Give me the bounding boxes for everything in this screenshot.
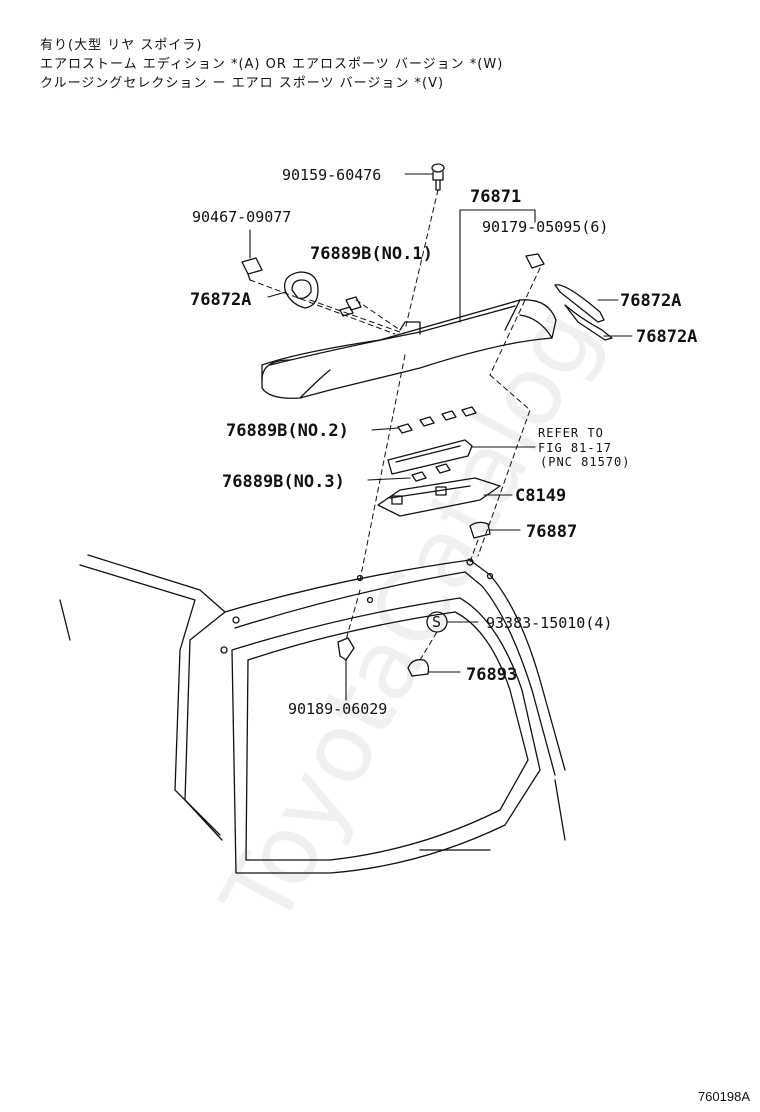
refer-line-3: (PNC 81570) [540,455,630,469]
stop-lamp-c8149 [377,439,501,517]
header-line-1: 有り(大型 リヤ スポイラ) [40,38,203,53]
diagram-header: 有り(大型 リヤ スポイラ) エアロストーム エディション *(A) OR エア… [40,36,503,93]
fasteners [241,163,545,677]
label-76889b-no1: 76889B(NO.1) [310,244,433,264]
gaskets-76872a [283,271,613,341]
pads-76889b [339,296,477,482]
label-76872a-right-2: 76872A [636,327,697,347]
label-90159-60476: 90159-60476 [282,166,381,184]
label-76889b-no3: 76889B(NO.3) [222,472,345,492]
rear-hatch-outline [59,554,566,874]
label-76887: 76887 [526,522,577,542]
rear-spoiler-76871 [261,299,557,399]
header-line-2: エアロストーム エディション *(A) OR エアロスポーツ バージョン *(W… [40,57,504,72]
label-90179-05095: 90179-05095(6) [482,218,608,236]
label-90189-06029: 90189-06029 [288,700,387,718]
refer-line-1: REFER TO [538,426,604,440]
label-76872a-right-1: 76872A [620,291,681,311]
label-c8149: C8149 [515,486,566,506]
leader-lines [249,173,633,701]
figure-code: 760198A [697,1089,750,1104]
label-93383-15010: 93383-15010(4) [486,614,612,632]
symbol-s: S [432,613,441,631]
dashed-assembly-lines [249,189,541,661]
header-line-3: クルージングセレクション ー エアロ スポーツ バージョン *(V) [40,76,445,91]
label-76872a-left: 76872A [190,290,251,310]
refer-line-2: FIG 81-17 [538,441,612,455]
part-labels: 90159-60476 76871 90467-09077 90179-0509… [190,166,697,718]
label-76871: 76871 [470,187,521,207]
label-90467-09077: 90467-09077 [192,208,291,226]
label-76889b-no2: 76889B(NO.2) [226,421,349,441]
label-76893: 76893 [466,665,517,685]
